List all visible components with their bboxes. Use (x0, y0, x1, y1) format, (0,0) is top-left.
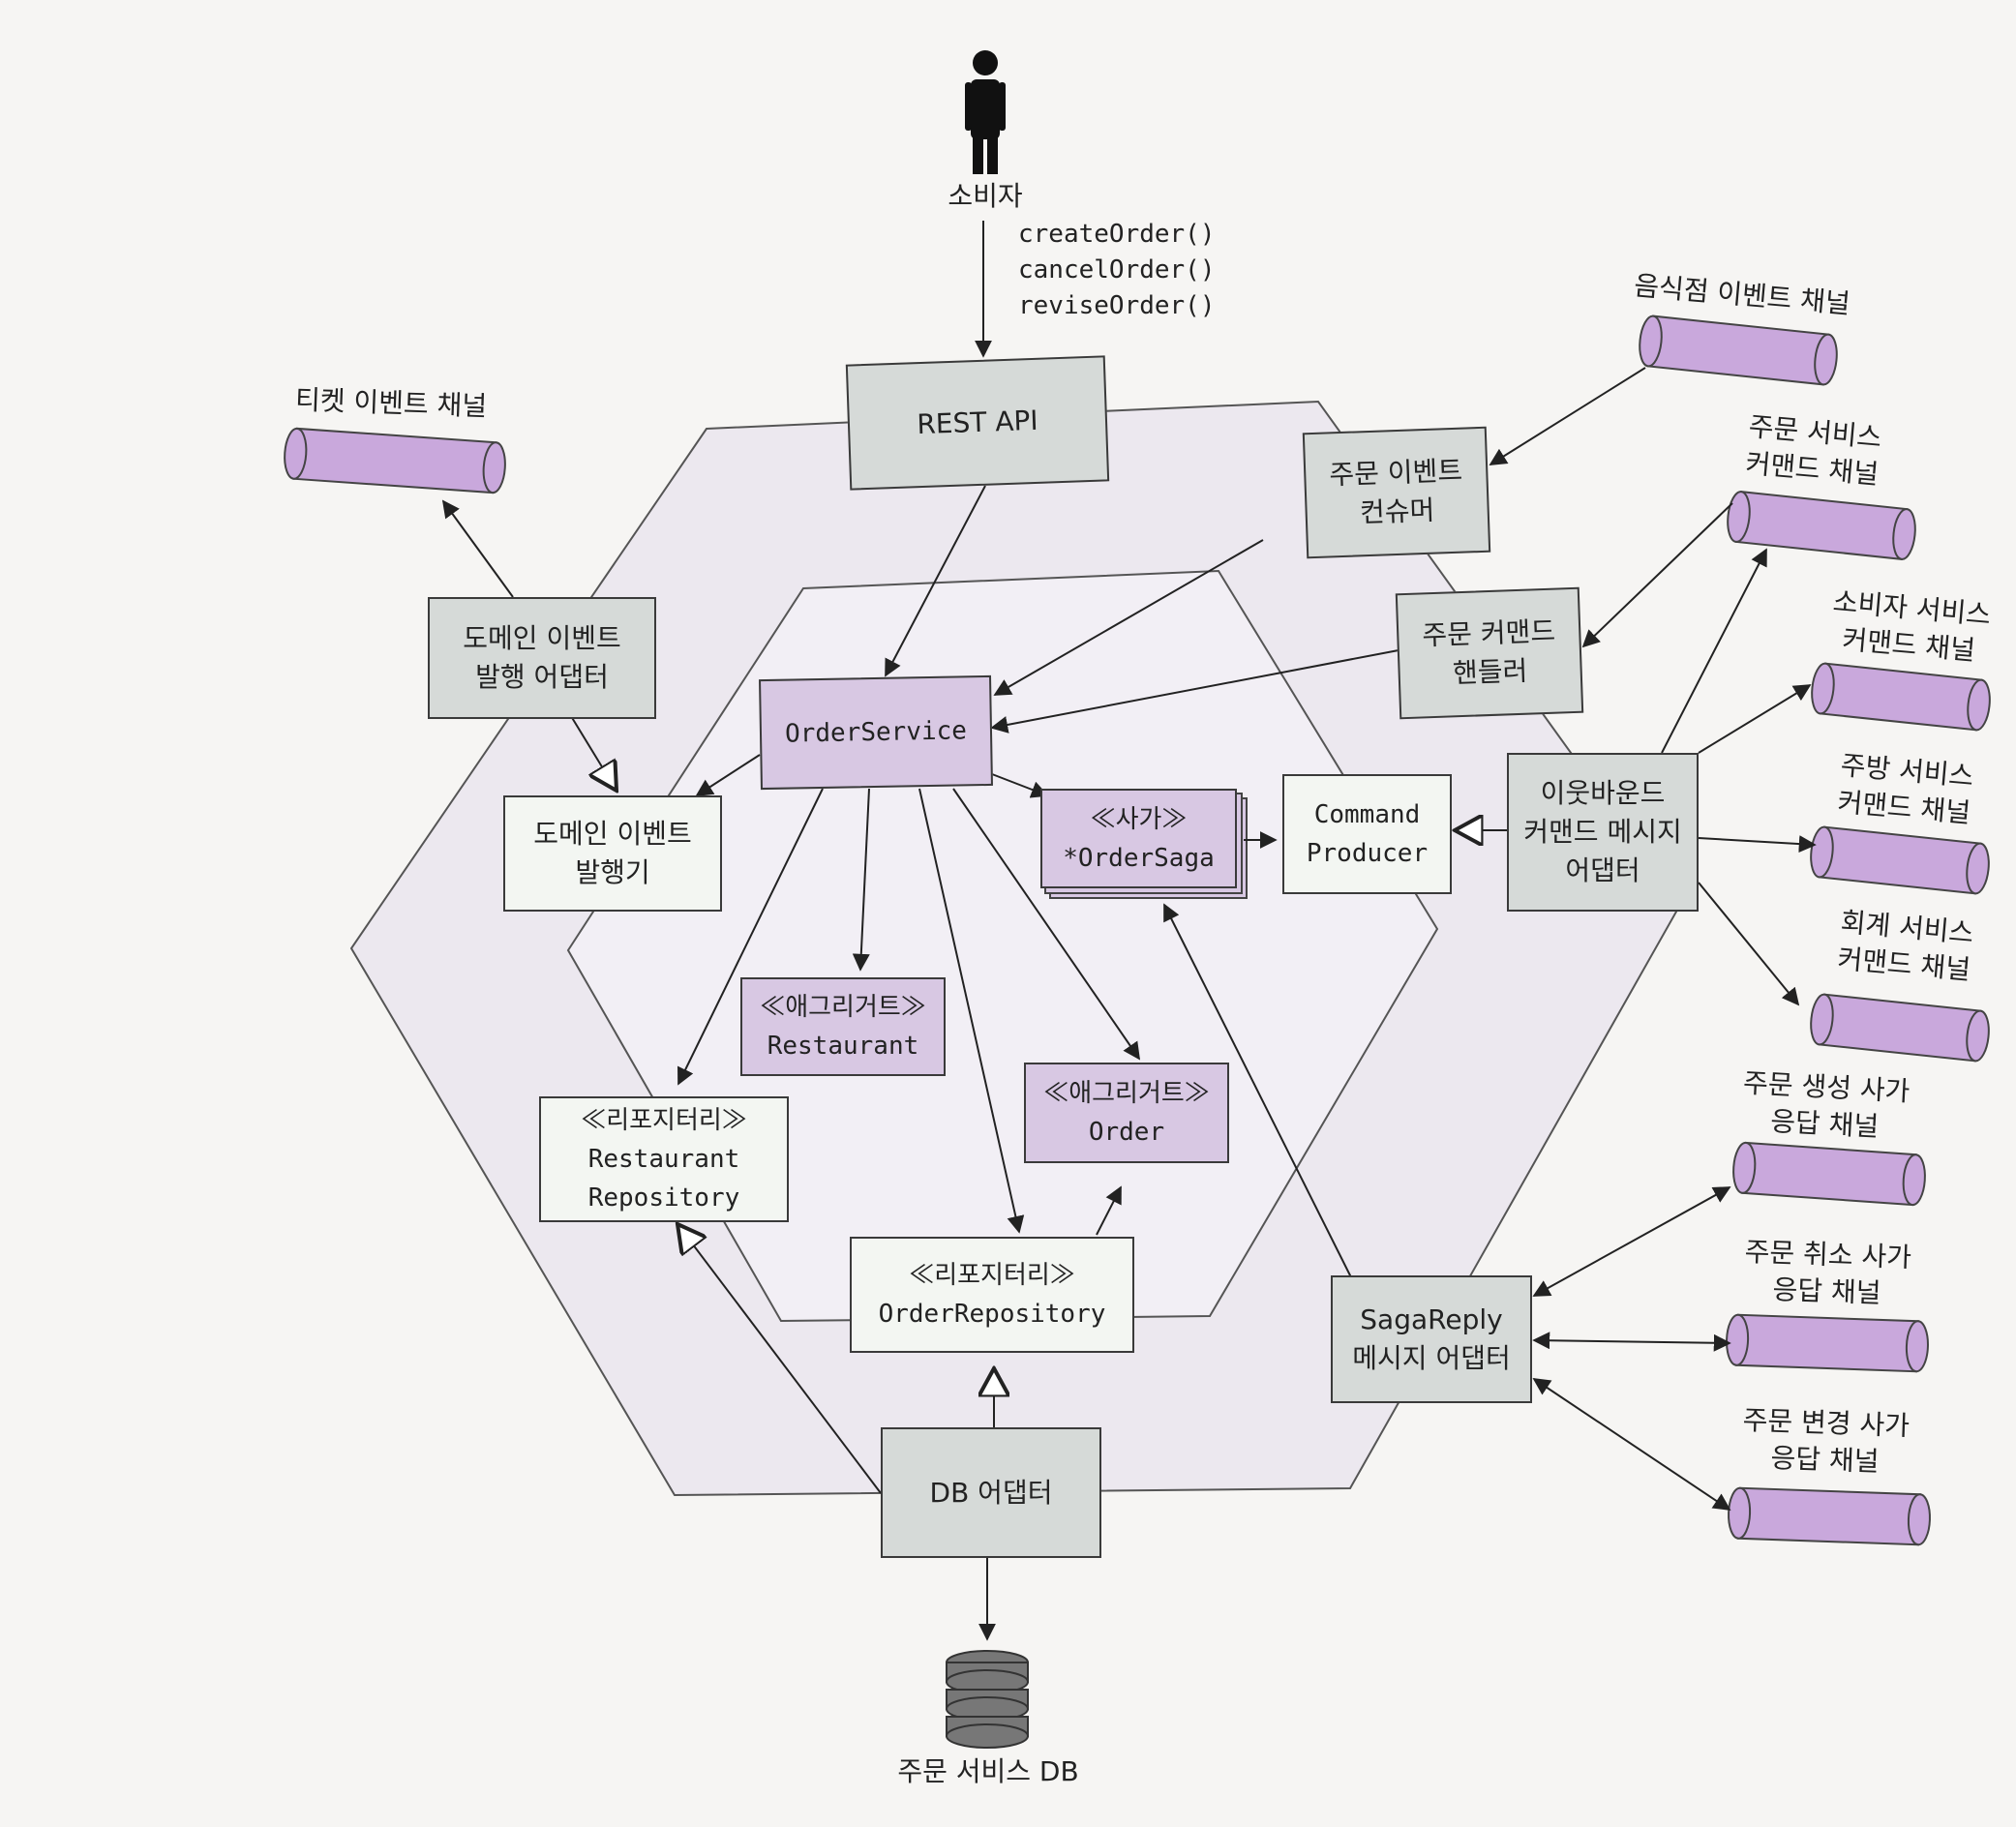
person-icon (965, 50, 1006, 174)
connectors (441, 221, 1817, 1641)
operation-cancel-order: cancelOrder() (1018, 255, 1216, 285)
operation-revise-order: reviseOrder() (1018, 291, 1216, 320)
order-aggregate-box: ≪애그리거트≫Order (1024, 1063, 1229, 1163)
database-icon (946, 1650, 1029, 1749)
restaurant-aggregate-box: ≪애그리거트≫Restaurant (740, 977, 946, 1076)
rest-api-box: REST API (845, 355, 1110, 491)
actor-label: 소비자 (948, 180, 1023, 212)
operation-create-order: createOrder() (1018, 220, 1216, 249)
order-repository-box: ≪리포지터리≫OrderRepository (850, 1237, 1134, 1353)
order-service-box: OrderService (759, 674, 993, 791)
ticket-event-channel-label: 티켓 이벤트 채널 (294, 383, 488, 423)
database-label: 주문 서비스 DB (897, 1755, 1079, 1787)
channel-cylinders (284, 314, 1991, 1546)
db-adapter-box: DB 어댑터 (881, 1427, 1101, 1558)
actor-operations: createOrder() cancelOrder() reviseOrder(… (1018, 217, 1216, 324)
order-saga-box: ≪사가≫*OrderSaga (1040, 789, 1237, 888)
